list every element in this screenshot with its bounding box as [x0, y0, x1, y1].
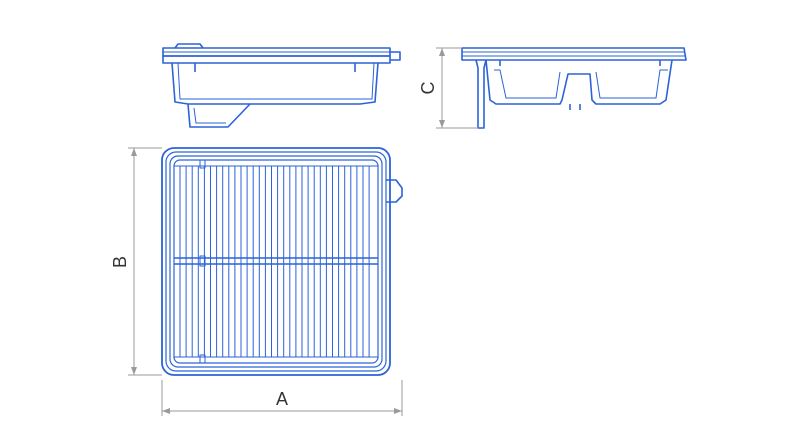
side-elevation-view	[461, 47, 687, 129]
front-top-tab	[174, 43, 204, 49]
front-body	[171, 62, 379, 105]
side-pocket-left	[494, 69, 561, 99]
front-elevation-view	[162, 43, 401, 128]
side-edge-plate	[475, 59, 487, 129]
dim-b-label: B	[110, 256, 130, 268]
dim-c-label: C	[418, 82, 438, 95]
dimension-lines	[128, 47, 478, 416]
dim-a-arrow-left	[162, 408, 170, 414]
plan-inner-frame	[173, 159, 379, 364]
side-top-flange	[461, 47, 687, 61]
dim-c-arrow-bottom	[439, 120, 445, 128]
plan-outer-frame	[161, 147, 391, 376]
front-lower-flange	[162, 55, 391, 64]
dim-c-arrow-top	[439, 48, 445, 56]
side-pocket-right	[595, 69, 668, 99]
front-right-latch	[390, 51, 401, 61]
top-plan-view	[161, 147, 403, 376]
dim-a-arrow-right	[394, 408, 402, 414]
filter-pleats	[179, 166, 370, 357]
dim-b-arrow-bottom	[131, 367, 137, 375]
side-body	[485, 59, 673, 105]
dim-a-label: A	[276, 389, 288, 409]
front-intake-spout	[187, 103, 251, 128]
plan-right-latch	[386, 179, 403, 203]
dim-b-arrow-top	[131, 148, 137, 156]
